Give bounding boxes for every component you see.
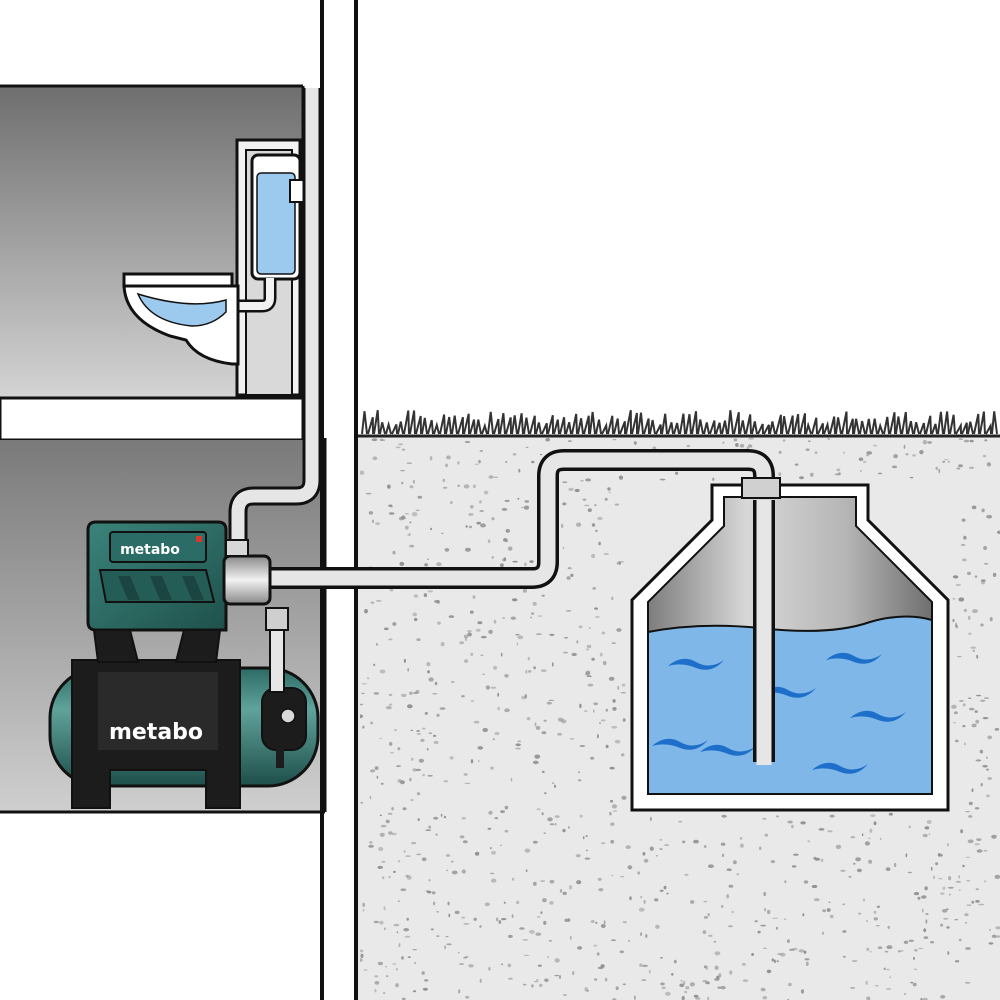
floor-slab [0,396,305,442]
tank-brand-logo: metabo [109,720,203,745]
pump-icon: metabo metabo [48,520,320,809]
toilet-group [122,138,307,397]
house-wall [320,0,358,1000]
pipes [228,88,775,760]
pump-brand-logo: metabo [120,542,180,558]
grass-icon [361,410,998,435]
cistern-tank-icon [630,477,950,812]
cistern-icon [250,153,307,281]
toilet-icon [122,272,240,366]
tank-water [647,615,933,795]
